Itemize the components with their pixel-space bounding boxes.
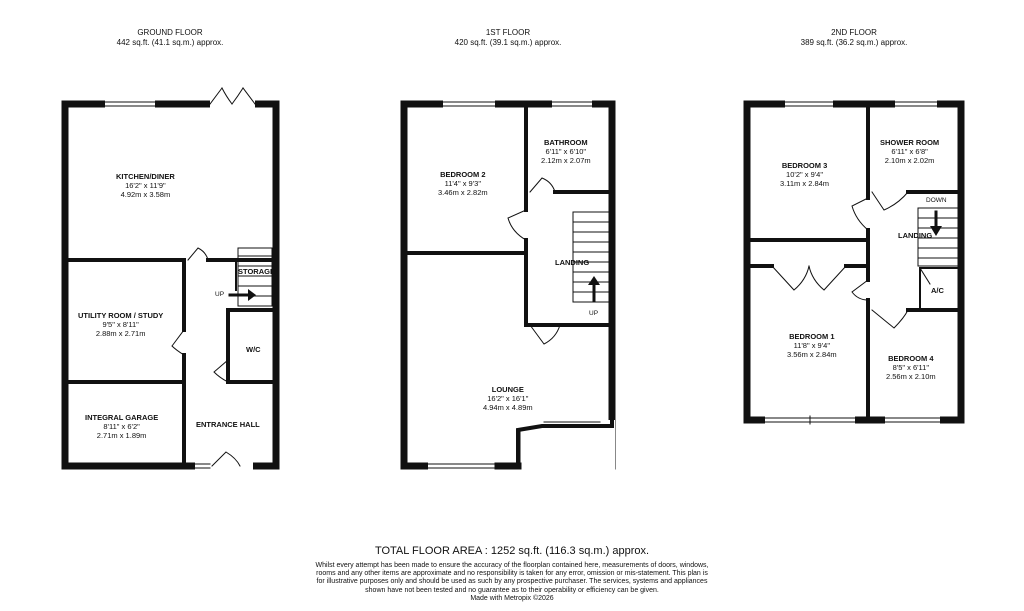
- disclaimer: Whilst every attempt has been made to en…: [312, 562, 712, 603]
- room-name: W/C: [246, 345, 261, 354]
- room-name: BATHROOM: [544, 138, 588, 147]
- second-floor-header: 2ND FLOOR 389 sq.ft. (36.2 sq.m.) approx…: [734, 28, 974, 48]
- room-name: BEDROOM 2: [440, 170, 486, 179]
- room-kitchen-diner: KITCHEN/DINER 16'2" x 11'9" 4.92m x 3.58…: [116, 172, 175, 199]
- ground-floor-plan: [61, 87, 280, 470]
- room-metric: 4.92m x 3.58m: [120, 190, 171, 199]
- room-imperial: 8'5" x 6'11": [892, 363, 929, 372]
- room-bedroom-4: BEDROOM 4 8'5" x 6'11" 2.56m x 2.10m: [886, 354, 936, 381]
- room-bedroom-2: BEDROOM 2 11'4" x 9'3" 3.46m x 2.82m: [438, 170, 488, 197]
- room-name: ENTRANCE HALL: [196, 420, 260, 429]
- room-lounge: LOUNGE 16'2" x 16'1" 4.94m x 4.89m: [483, 385, 533, 412]
- room-name: UTILITY ROOM / STUDY: [78, 311, 164, 320]
- room-metric: 3.56m x 2.84m: [787, 350, 837, 359]
- room-imperial: 9'5" x 8'11": [102, 320, 139, 329]
- room-imperial: 11'4" x 9'3": [444, 179, 481, 188]
- room-utility-study: UTILITY ROOM / STUDY 9'5" x 8'11" 2.88m …: [78, 311, 163, 338]
- stairs-up-label: UP: [215, 291, 225, 298]
- room-metric: 3.11m x 2.84m: [780, 179, 830, 188]
- room-storage: STORAGE: [238, 267, 275, 276]
- room-shower-room: SHOWER ROOM 6'11" x 6'8" 2.10m x 2.02m: [880, 138, 939, 165]
- room-name: BEDROOM 1: [789, 332, 835, 341]
- room-landing-first: LANDING: [555, 258, 589, 267]
- room-imperial: 10'2" x 9'4": [786, 170, 824, 179]
- floor-area: 389 sq.ft. (36.2 sq.m.) approx.: [800, 38, 908, 47]
- second-floor-plan: [743, 100, 965, 425]
- room-imperial: 8'11" x 6'2": [103, 422, 140, 431]
- floor-area: 442 sq.ft. (41.1 sq.m.) approx.: [116, 38, 224, 47]
- room-imperial: 6'11" x 6'10": [545, 147, 587, 156]
- room-name: LANDING: [898, 231, 933, 240]
- room-imperial: 11'8" x 9'4": [793, 341, 830, 350]
- room-name: INTEGRAL GARAGE: [85, 413, 159, 422]
- room-metric: 4.94m x 4.89m: [483, 403, 533, 412]
- room-metric: 2.12m x 2.07m: [541, 156, 591, 165]
- floor-title: 1ST FLOOR: [485, 28, 531, 37]
- room-name: BEDROOM 3: [781, 161, 828, 170]
- disclaimer-text: Whilst every attempt has been made to en…: [315, 562, 709, 594]
- floor-title: GROUND FLOOR: [137, 28, 203, 37]
- room-name: KITCHEN/DINER: [116, 172, 175, 181]
- room-metric: 2.56m x 2.10m: [886, 372, 936, 381]
- room-name: LOUNGE: [491, 385, 524, 394]
- first-floor-plan: [400, 100, 616, 470]
- room-entrance-hall: ENTRANCE HALL: [196, 420, 260, 429]
- floor-title: 2ND FLOOR: [831, 28, 877, 37]
- room-bathroom: BATHROOM 6'11" x 6'10" 2.12m x 2.07m: [541, 138, 591, 165]
- room-wc: W/C: [246, 345, 261, 354]
- room-metric: 2.88m x 2.71m: [95, 329, 146, 338]
- room-imperial: 6'11" x 6'8": [891, 147, 928, 156]
- room-name: SHOWER ROOM: [880, 138, 940, 147]
- room-name: A/C: [931, 286, 944, 295]
- stairs-up-label: UP: [589, 310, 599, 317]
- first-floor-header: 1ST FLOOR 420 sq.ft. (39.1 sq.m.) approx…: [388, 28, 628, 48]
- ground-floor-header: GROUND FLOOR 442 sq.ft. (41.1 sq.m.) app…: [50, 28, 290, 48]
- room-metric: 3.46m x 2.82m: [438, 188, 488, 197]
- room-imperial: 16'2" x 11'9": [125, 181, 166, 190]
- room-ac: A/C: [931, 286, 944, 295]
- room-landing-second: LANDING: [898, 231, 932, 240]
- room-metric: 2.10m x 2.02m: [884, 156, 935, 165]
- room-name: BEDROOM 4: [888, 354, 934, 363]
- credit-text: Made with Metropix ©2026: [470, 594, 554, 602]
- room-bedroom-3: BEDROOM 3 10'2" x 9'4" 3.11m x 2.84m: [780, 161, 829, 188]
- total-floor-area: TOTAL FLOOR AREA : 1252 sq.ft. (116.3 sq…: [374, 545, 650, 557]
- room-name: LANDING: [555, 258, 590, 267]
- stairs-down-label: DOWN: [926, 197, 947, 204]
- room-bedroom-1: BEDROOM 1 11'8" x 9'4" 3.56m x 2.84m: [787, 332, 837, 359]
- floor-area: 420 sq.ft. (39.1 sq.m.) approx.: [454, 38, 562, 47]
- room-metric: 2.71m x 1.89m: [96, 431, 147, 440]
- room-integral-garage: INTEGRAL GARAGE 8'11" x 6'2" 2.71m x 1.8…: [85, 413, 158, 440]
- room-imperial: 16'2" x 16'1": [487, 394, 529, 403]
- room-name: STORAGE: [238, 267, 275, 276]
